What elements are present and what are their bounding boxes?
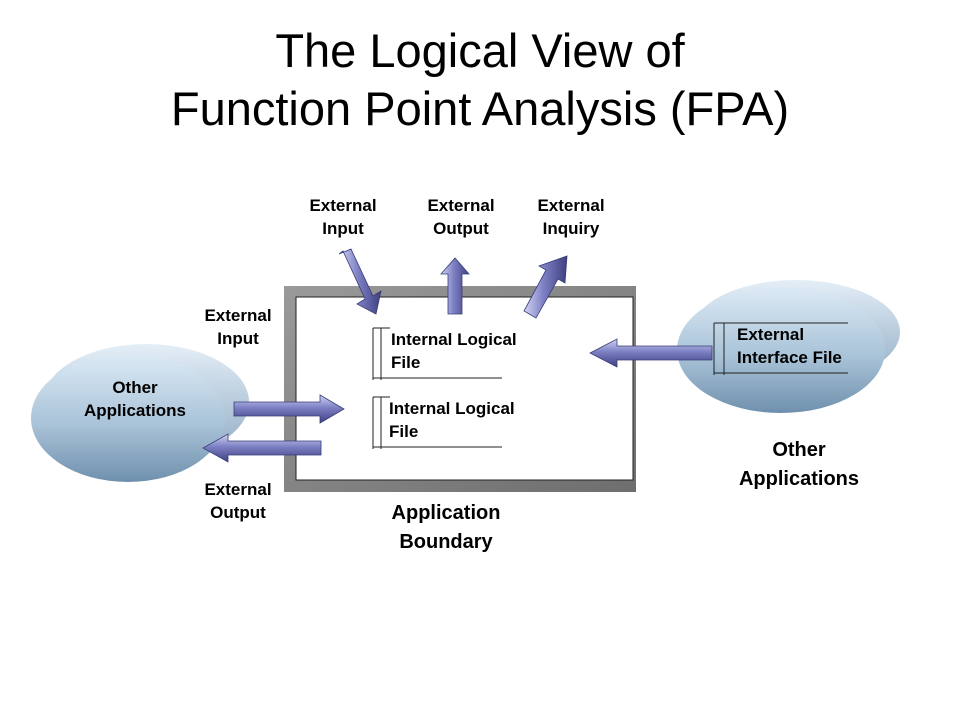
external-output-top-arrow	[440, 257, 470, 315]
label-left-other-applications: Other Applications	[83, 378, 186, 420]
label-internal-logical-file-1: Internal Logical File	[391, 330, 517, 372]
application-boundary	[284, 286, 636, 492]
left-other-applications-ellipse	[31, 344, 249, 482]
external-output-left-arrow	[202, 433, 322, 463]
label-external-output-top: External Output	[427, 196, 495, 238]
right-other-applications-ellipse	[677, 280, 900, 413]
external-interface-file	[713, 322, 848, 375]
label-external-input-top: External Input	[309, 196, 377, 238]
title-line-1: The Logical View of	[275, 24, 685, 77]
label-external-interface-file: External Interface File	[737, 325, 842, 367]
internal-logical-file-1	[372, 327, 502, 380]
boundary-inner	[295, 296, 634, 481]
external-input-left-arrow	[233, 394, 345, 424]
external-inquiry-top-arrow	[523, 255, 568, 319]
label-application-boundary: Application Boundary	[391, 502, 501, 553]
title-line-2: Function Point Analysis (FPA)	[170, 82, 790, 135]
slide-title: The Logical View of Function Point Analy…	[0, 22, 960, 138]
internal-logical-file-2	[372, 396, 502, 449]
label-external-output-left: External Output	[204, 480, 272, 522]
external-input-top-arrow	[338, 248, 382, 315]
label-external-inquiry-top: External Inquiry	[537, 196, 605, 238]
label-external-input-left: External Input	[204, 306, 272, 348]
label-internal-logical-file-2: Internal Logical File	[389, 399, 515, 441]
external-interface-arrow	[589, 338, 713, 368]
label-right-other-applications: Other Applications	[738, 439, 859, 490]
